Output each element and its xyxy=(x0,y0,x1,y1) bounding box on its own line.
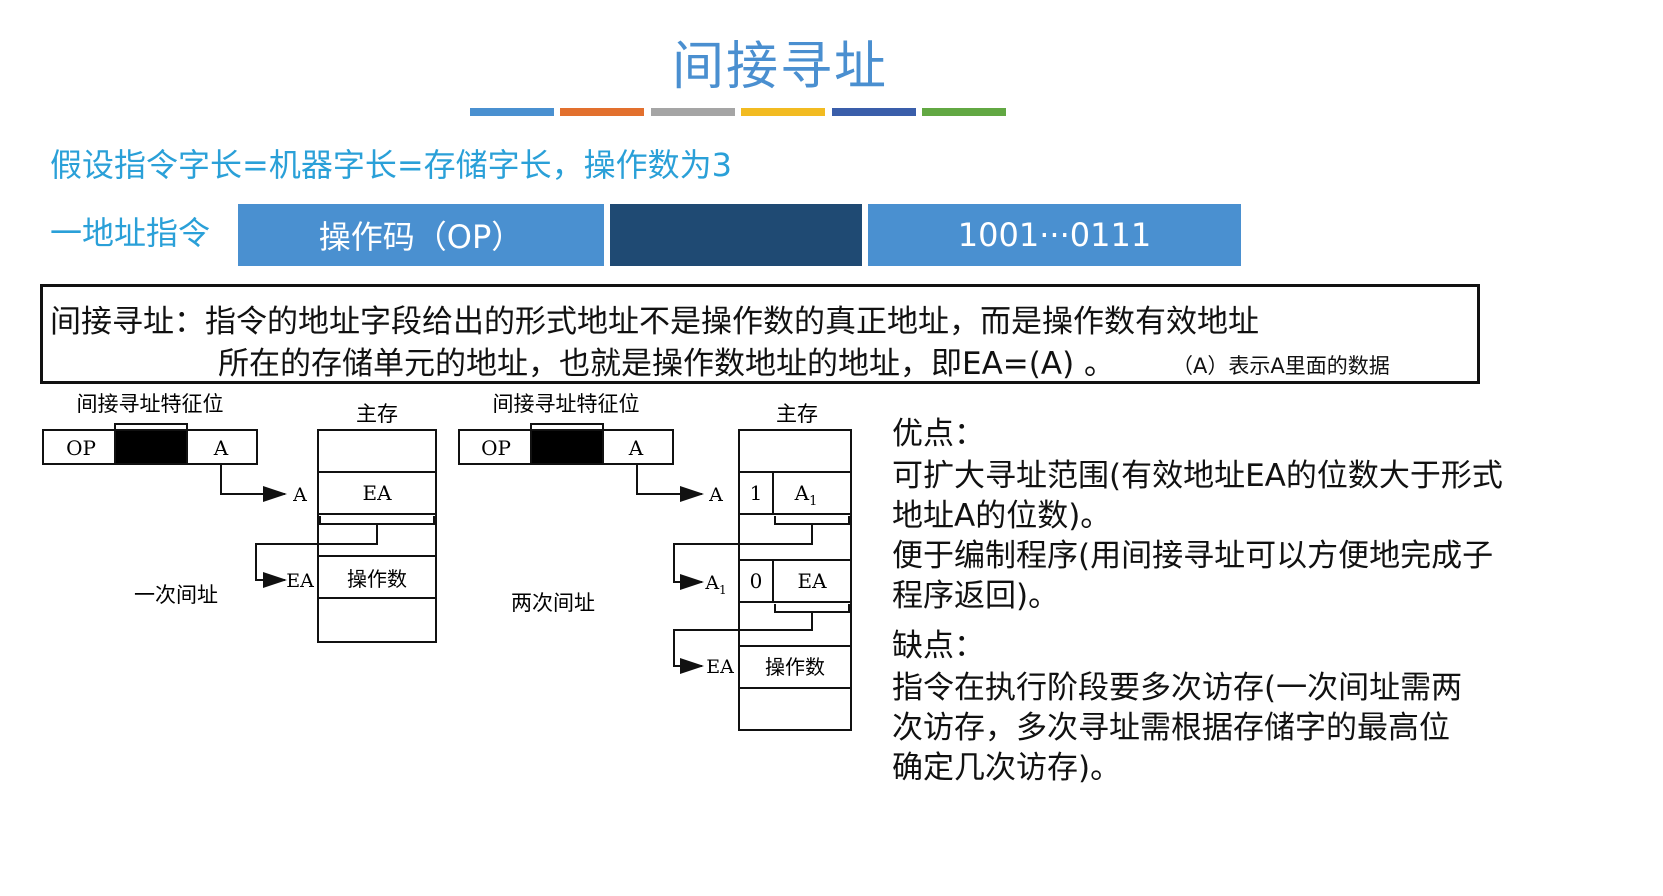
pros-line-1: 可扩大寻址范围(有效地址EA的位数大于形式 xyxy=(892,458,1503,494)
decor-stripe-4 xyxy=(741,108,825,116)
opcode-field: 操作码（OP） xyxy=(238,204,604,266)
op-label-2: OP xyxy=(481,436,511,460)
pros-line-3: 便于编制程序(用间接寻址可以方便地完成子 xyxy=(892,538,1494,574)
pros-title: 优点： xyxy=(892,416,985,452)
indirect-flag-field xyxy=(610,204,862,266)
cell-operand-2: 操作数 xyxy=(765,655,825,679)
pros-line-4: 程序返回)。 xyxy=(892,578,1060,614)
op-label-1: OP xyxy=(66,436,96,460)
definition-box xyxy=(40,284,1480,384)
assumption-text: 假设指令字长=机器字长=存储字长，操作数为3 xyxy=(50,146,732,184)
definition-line-2: 所在的存储单元的地址，也就是操作数地址的地址，即EA=(A) 。 xyxy=(218,346,1116,382)
arrow-ea-label-2: EA xyxy=(706,656,734,678)
a-label-2: A xyxy=(628,436,644,460)
definition-note: （A）表示A里面的数据 xyxy=(1172,354,1390,378)
decor-stripe-5 xyxy=(832,108,916,116)
decor-stripe-2 xyxy=(560,108,644,116)
cell-ea-1: EA xyxy=(362,481,392,505)
decor-stripe-3 xyxy=(651,108,735,116)
cons-line-1: 指令在执行阶段要多次访存(一次间址需两 xyxy=(892,670,1463,706)
arrow-a1-label: A1 xyxy=(704,572,726,597)
cons-line-2: 次访存，多次寻址需根据存储字的最高位 xyxy=(892,710,1450,746)
arrow-ea-label-1: EA xyxy=(286,570,314,592)
cell-operand-1: 操作数 xyxy=(347,567,407,591)
memory-label-1: 主存 xyxy=(356,402,398,426)
feature-label-2: 间接寻址特征位 xyxy=(493,392,640,416)
arrow-a-label-2: A xyxy=(708,484,723,506)
caption-2: 两次间址 xyxy=(511,591,595,615)
feature-label-1: 间接寻址特征位 xyxy=(77,392,224,416)
arrow-a-label-1: A xyxy=(292,484,307,506)
page-title: 间接寻址 xyxy=(671,37,888,97)
address-field: 1001···0111 xyxy=(868,204,1241,266)
cell-a1-text: A1 xyxy=(794,481,818,509)
single-indirect-diagram: 间接寻址特征位 OP A 主存 A EA EA 操作数 一次间址 间接寻址特征位… xyxy=(42,392,852,731)
flag-1-cell: 1 xyxy=(750,481,763,505)
memory-label-2: 主存 xyxy=(776,402,818,426)
decor-stripe-1 xyxy=(470,108,554,116)
instruction-label: 一地址指令 xyxy=(50,214,211,252)
decor-stripe-6 xyxy=(922,108,1006,116)
flag-0-cell: 0 xyxy=(750,569,763,593)
cell-ea-2: EA xyxy=(797,569,827,593)
cons-line-3: 确定几次访存)。 xyxy=(892,750,1122,786)
caption-1: 一次间址 xyxy=(134,583,218,607)
definition-line-1: 间接寻址：指令的地址字段给出的形式地址不是操作数的真正地址，而是操作数有效地址 xyxy=(50,304,1259,340)
cons-title: 缺点： xyxy=(892,628,985,664)
pros-line-2: 地址A的位数)。 xyxy=(892,498,1112,534)
a-label-1: A xyxy=(213,436,229,460)
